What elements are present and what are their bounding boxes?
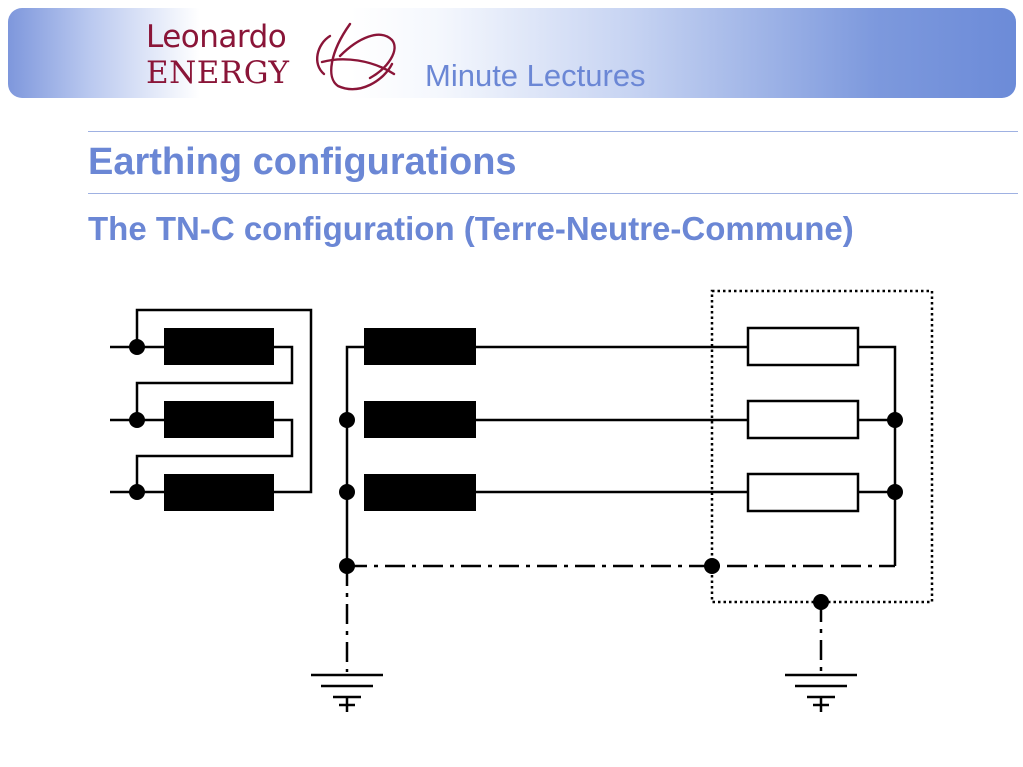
logo-line1: Leonardo — [146, 19, 287, 55]
junction-dots — [129, 339, 903, 610]
title-rule-top — [88, 131, 1018, 132]
slide-title: Earthing configurations — [88, 141, 517, 183]
slide-subtitle: The TN-C configuration (Terre-Neutre-Com… — [88, 210, 854, 247]
pen-conductor — [345, 564, 895, 672]
title-rule-bottom — [88, 193, 1018, 194]
source-windings — [110, 308, 313, 494]
winding-blocks — [164, 328, 476, 511]
header-title: Minute Lectures — [425, 58, 646, 93]
logo-swirl-icon — [316, 22, 396, 91]
load-enclosure — [710, 289, 934, 604]
load-resistors — [746, 326, 860, 513]
leonardo-energy-logo: Leonardo ENERGY — [146, 18, 396, 98]
earth-symbol-source — [311, 673, 383, 712]
earth-symbol-load — [785, 673, 857, 712]
logo-line2: ENERGY — [146, 55, 290, 91]
header-band — [8, 8, 1016, 98]
phase-conductors — [345, 345, 897, 566]
